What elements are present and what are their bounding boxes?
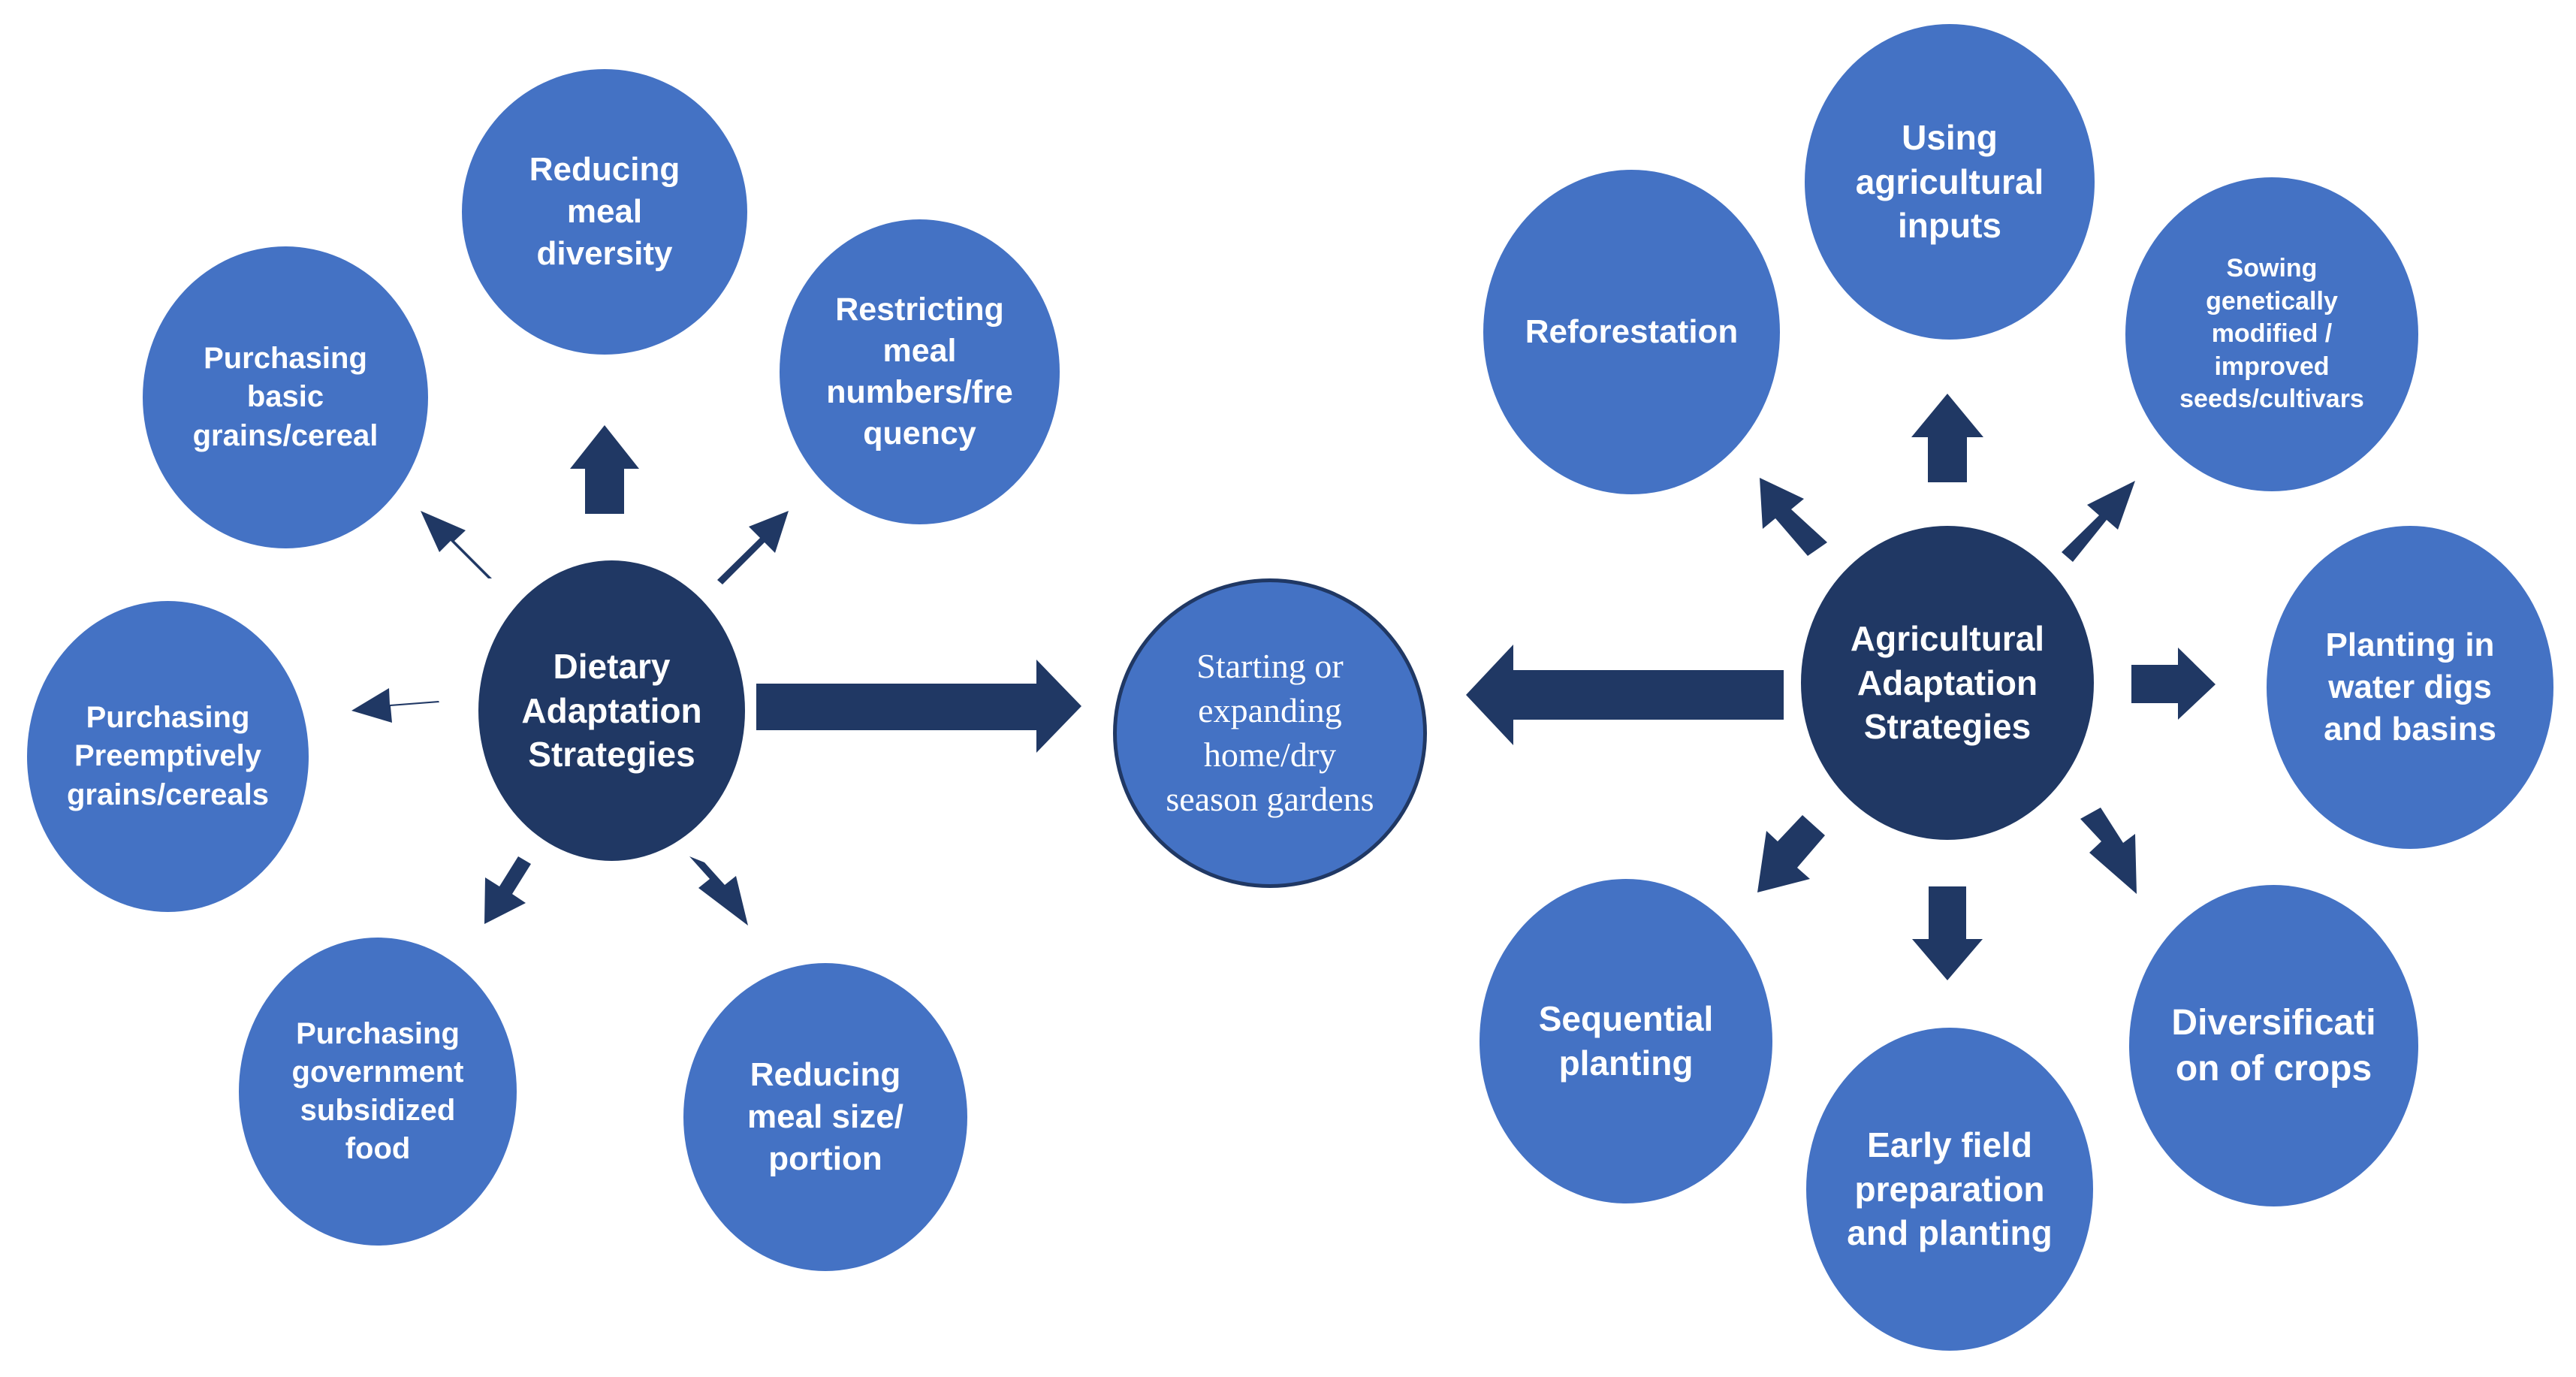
arrow-to-purchasing-subsidized-food xyxy=(484,856,531,924)
node-label: Purchasing basic grains/cereal xyxy=(192,342,379,452)
node-label: Restricting meal numbers/fre quency xyxy=(826,291,1013,452)
node-purchasing-basic-grains: Purchasing basic grains/cereal xyxy=(143,246,428,548)
arrow-to-planting-water-digs xyxy=(2131,648,2216,720)
node-home-dry-season-gardens: Starting or expanding home/dry season ga… xyxy=(1113,578,1427,888)
node-label: Reducing meal diversity xyxy=(529,150,680,273)
node-label: Sequential planting xyxy=(1538,999,1714,1083)
arrow-to-reducing-meal-size xyxy=(689,856,748,926)
node-reforestation: Reforestation xyxy=(1483,170,1780,494)
hub-dietary-adaptation-strategies: Dietary Adaptation Strategies xyxy=(478,560,745,861)
arrow-agricultural-to-center xyxy=(1466,645,1784,745)
node-label: Sowing genetically modified / improved s… xyxy=(2179,254,2364,414)
center-label: Starting or expanding home/dry season ga… xyxy=(1166,647,1374,818)
arrow-to-sequential-planting xyxy=(1757,815,1825,892)
arrow-to-reducing-meal-diversity xyxy=(570,425,639,514)
arrow-to-using-agricultural-inputs xyxy=(1911,394,1983,482)
node-restricting-meal-numbers: Restricting meal numbers/fre quency xyxy=(780,219,1060,524)
hub-label: Agricultural Adaptation Strategies xyxy=(1850,618,2045,747)
node-sowing-gm-seeds: Sowing genetically modified / improved s… xyxy=(2125,177,2418,491)
node-purchasing-preemptively: Purchasing Preemptively grains/cereals xyxy=(27,601,309,912)
node-early-field-preparation: Early field preparation and planting xyxy=(1806,1028,2093,1351)
node-label: Planting in water digs and basins xyxy=(2324,626,2496,748)
node-planting-water-digs: Planting in water digs and basins xyxy=(2267,526,2553,849)
node-reducing-meal-diversity: Reducing meal diversity xyxy=(462,69,747,355)
arrow-to-diversification-of-crops xyxy=(2080,808,2137,894)
node-label: Using agricultural inputs xyxy=(1855,117,2044,246)
node-label: Reforestation xyxy=(1525,313,1739,350)
node-label: Early field preparation and planting xyxy=(1847,1125,2053,1253)
arrow-to-purchasing-preemptively xyxy=(351,688,439,723)
arrow-to-purchasing-basic-grains xyxy=(421,511,492,578)
arrow-dietary-to-center xyxy=(756,660,1081,753)
arrow-to-sowing-gm-seeds xyxy=(2062,481,2135,562)
arrow-to-reforestation xyxy=(1760,478,1827,556)
hub-agricultural-adaptation-strategies: Agricultural Adaptation Strategies xyxy=(1801,526,2094,840)
hub-label: Dietary Adaptation Strategies xyxy=(521,646,702,775)
node-diversification-of-crops: Diversificati on of crops xyxy=(2129,885,2418,1206)
node-using-agricultural-inputs: Using agricultural inputs xyxy=(1805,24,2095,340)
node-label: Diversificati on of crops xyxy=(2171,1002,2376,1089)
node-label: Purchasing Preemptively grains/cereals xyxy=(66,701,270,811)
node-sequential-planting: Sequential planting xyxy=(1480,879,1772,1203)
arrow-to-restricting-meal-numbers xyxy=(717,511,789,584)
arrow-to-early-field-preparation xyxy=(1912,886,1983,980)
node-purchasing-subsidized-food: Purchasing government subsidized food xyxy=(239,938,517,1246)
node-label: Reducing meal size/ portion xyxy=(747,1055,903,1178)
node-reducing-meal-size: Reducing meal size/ portion xyxy=(683,963,967,1271)
node-label: Purchasing government subsidized food xyxy=(291,1016,464,1166)
